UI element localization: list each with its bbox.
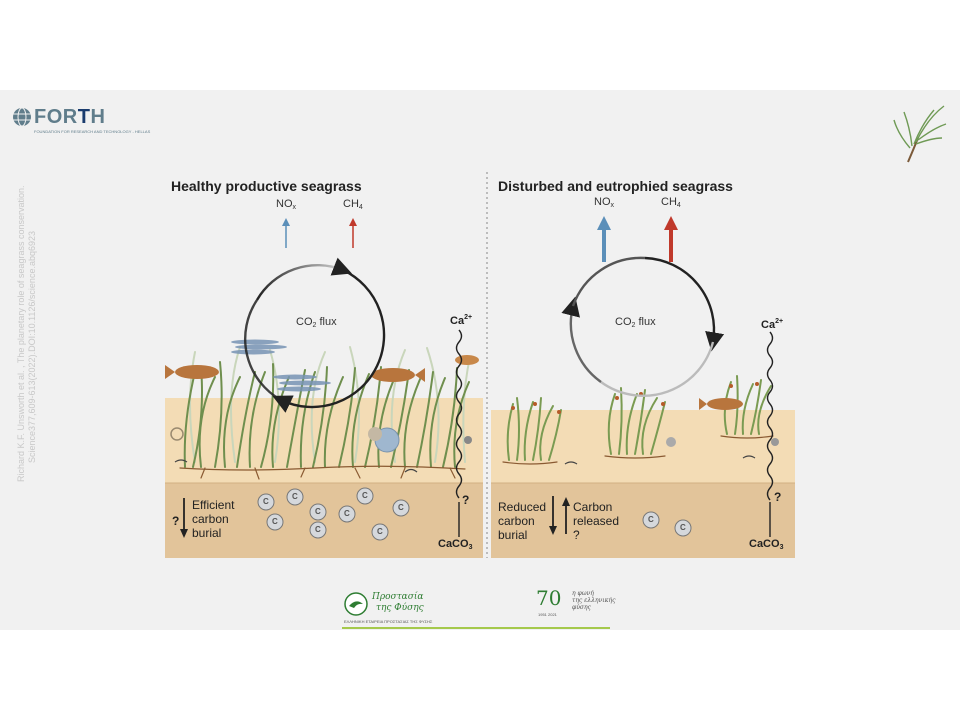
disturbed-calcium-label: Ca2+ bbox=[761, 318, 784, 331]
healthy-carbon-particles bbox=[257, 487, 410, 541]
seagrass-diagram bbox=[165, 172, 795, 558]
carbon-glyph: C bbox=[398, 503, 404, 512]
disturbed-caco3-label: CaCO3 bbox=[749, 538, 784, 551]
carbon-particle-icon bbox=[674, 519, 692, 537]
healthy-calcium-squiggle bbox=[455, 329, 463, 499]
slide: FORTH FOUNDATION FOR RESEARCH AND TECHNO… bbox=[0, 90, 960, 630]
disturbed-gas-arrows bbox=[597, 216, 678, 262]
citation-line-2: Science377,609-613(2022).DOI:10.1126/sci… bbox=[27, 231, 37, 464]
sponsor-left-line-1: Προστασία bbox=[372, 592, 424, 602]
carbon-particle-icon bbox=[309, 521, 327, 539]
carbon-particle-icon bbox=[257, 493, 275, 511]
healthy-gas-arrows bbox=[282, 218, 357, 248]
healthy-caco3-label: CaCO3 bbox=[438, 538, 473, 551]
worm-icon bbox=[404, 468, 418, 473]
carbon-particle-icon bbox=[356, 487, 374, 505]
carbon-particle-icon bbox=[309, 503, 327, 521]
sponsor-right-tagline: η φωνή της ελληνικής φύσης bbox=[572, 590, 616, 611]
healthy-co2-cycle bbox=[243, 257, 386, 413]
fish-icon bbox=[165, 365, 219, 379]
snail-icon bbox=[771, 438, 779, 446]
forth-logo-word: FORTH bbox=[34, 106, 106, 128]
worm-icon bbox=[564, 461, 578, 465]
carbon-particle-icon bbox=[392, 499, 410, 517]
healthy-burial-question: ? bbox=[172, 514, 180, 528]
snail-icon bbox=[464, 436, 472, 444]
carbon-particle-icon bbox=[642, 511, 660, 529]
healthy-burial-label: Efficient carbon burial bbox=[192, 498, 235, 540]
disturbed-co2-flux-label: CO2 flux bbox=[615, 316, 656, 329]
snail-icon bbox=[170, 427, 184, 441]
healthy-sediment-layer bbox=[165, 483, 483, 558]
carbon-particle-icon bbox=[266, 513, 284, 531]
disturbed-ch4-label: CH4 bbox=[661, 196, 681, 209]
disturbed-panel-title: Disturbed and eutrophied seagrass bbox=[498, 178, 733, 194]
reduced-burial-label: Reduced carbon burial bbox=[498, 500, 547, 542]
carbon-particle-icon bbox=[286, 488, 304, 506]
carbon-glyph: C bbox=[362, 491, 368, 500]
seagrass-thumbnail-icon bbox=[893, 105, 947, 163]
fish-icon bbox=[699, 398, 743, 410]
forth-logo-subtitle: FOUNDATION FOR RESEARCH AND TECHNOLOGY -… bbox=[34, 129, 151, 134]
carbon-glyph: C bbox=[680, 523, 686, 532]
sponsor-left-line-2: της Φύσης bbox=[376, 603, 424, 613]
carbon-glyph: C bbox=[292, 492, 298, 501]
healthy-panel-title: Healthy productive seagrass bbox=[171, 178, 362, 194]
healthy-fish-group bbox=[165, 339, 479, 392]
forth-logo: FORTH FOUNDATION FOR RESEARCH AND TECHNO… bbox=[12, 106, 150, 136]
sponsor-right-small: 1951 2021 bbox=[538, 612, 557, 617]
carbon-released-label: Carbon released ? bbox=[573, 500, 620, 542]
snail-icon bbox=[666, 437, 676, 447]
disturbed-nox-label: NOx bbox=[594, 196, 614, 209]
carbon-glyph: C bbox=[344, 509, 350, 518]
healthy-nox-label: NOx bbox=[276, 198, 296, 211]
carbon-particle-icon bbox=[338, 505, 356, 523]
forth-globe-icon bbox=[13, 107, 31, 127]
healthy-co2-flux-label: CO2 flux bbox=[296, 316, 337, 329]
healthy-calcium-question: ? bbox=[462, 493, 470, 507]
citation: Richard K.F. Unsworth et al. , The plane… bbox=[16, 185, 37, 482]
carbon-glyph: C bbox=[315, 507, 321, 516]
worm-icon bbox=[742, 455, 756, 459]
fish-icon bbox=[371, 368, 425, 382]
citation-line-1: Richard K.F. Unsworth et al. , The plane… bbox=[16, 185, 26, 482]
disturbed-calcium-question: ? bbox=[774, 490, 782, 504]
worm-icon bbox=[174, 459, 188, 463]
carbon-glyph: C bbox=[272, 517, 278, 526]
carbon-particle-icon bbox=[371, 523, 389, 541]
fish-school-icon bbox=[231, 339, 331, 392]
sponsor-right-number: 70 bbox=[536, 586, 562, 610]
sponsor-logo-nature-protection: Προστασία της Φύσης ΕΛΛΗΝΙΚΗ ΕΤΑΙΡΕΙΑ ΠΡ… bbox=[342, 590, 442, 624]
healthy-calcium-label: Ca2+ bbox=[450, 314, 473, 327]
disturbed-co2-cycle bbox=[561, 256, 725, 397]
healthy-critters bbox=[170, 427, 472, 473]
carbon-glyph: C bbox=[377, 527, 383, 536]
healthy-ch4-label: CH4 bbox=[343, 198, 363, 211]
sponsor-underline bbox=[342, 627, 610, 629]
sponsor-left-small: ΕΛΛΗΝΙΚΗ ΕΤΑΙΡΕΙΑ ΠΡΟΣΤΑΣΙΑΣ ΤΗΣ ΦΥΣΗΣ bbox=[344, 619, 433, 624]
carbon-glyph: C bbox=[648, 515, 654, 524]
disturbed-calcium-squiggle bbox=[766, 331, 774, 501]
shell-icon bbox=[368, 427, 382, 441]
carbon-glyph: C bbox=[263, 497, 269, 506]
bird-emblem-icon bbox=[344, 592, 368, 616]
carbon-glyph-layer: C C C C C C C C C C C bbox=[165, 172, 795, 558]
disturbed-carbon-particles bbox=[642, 511, 692, 537]
carbon-glyph: C bbox=[315, 525, 321, 534]
disturbed-fish-group bbox=[564, 398, 779, 465]
sponsor-logo-70-years: 70 1951 2021 η φωνή της ελληνικής φύσης bbox=[518, 586, 618, 622]
